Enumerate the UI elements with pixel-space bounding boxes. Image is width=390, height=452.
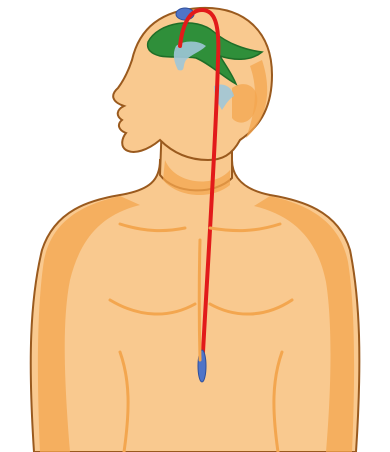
torso [31,160,360,452]
sternum-line [199,240,200,360]
